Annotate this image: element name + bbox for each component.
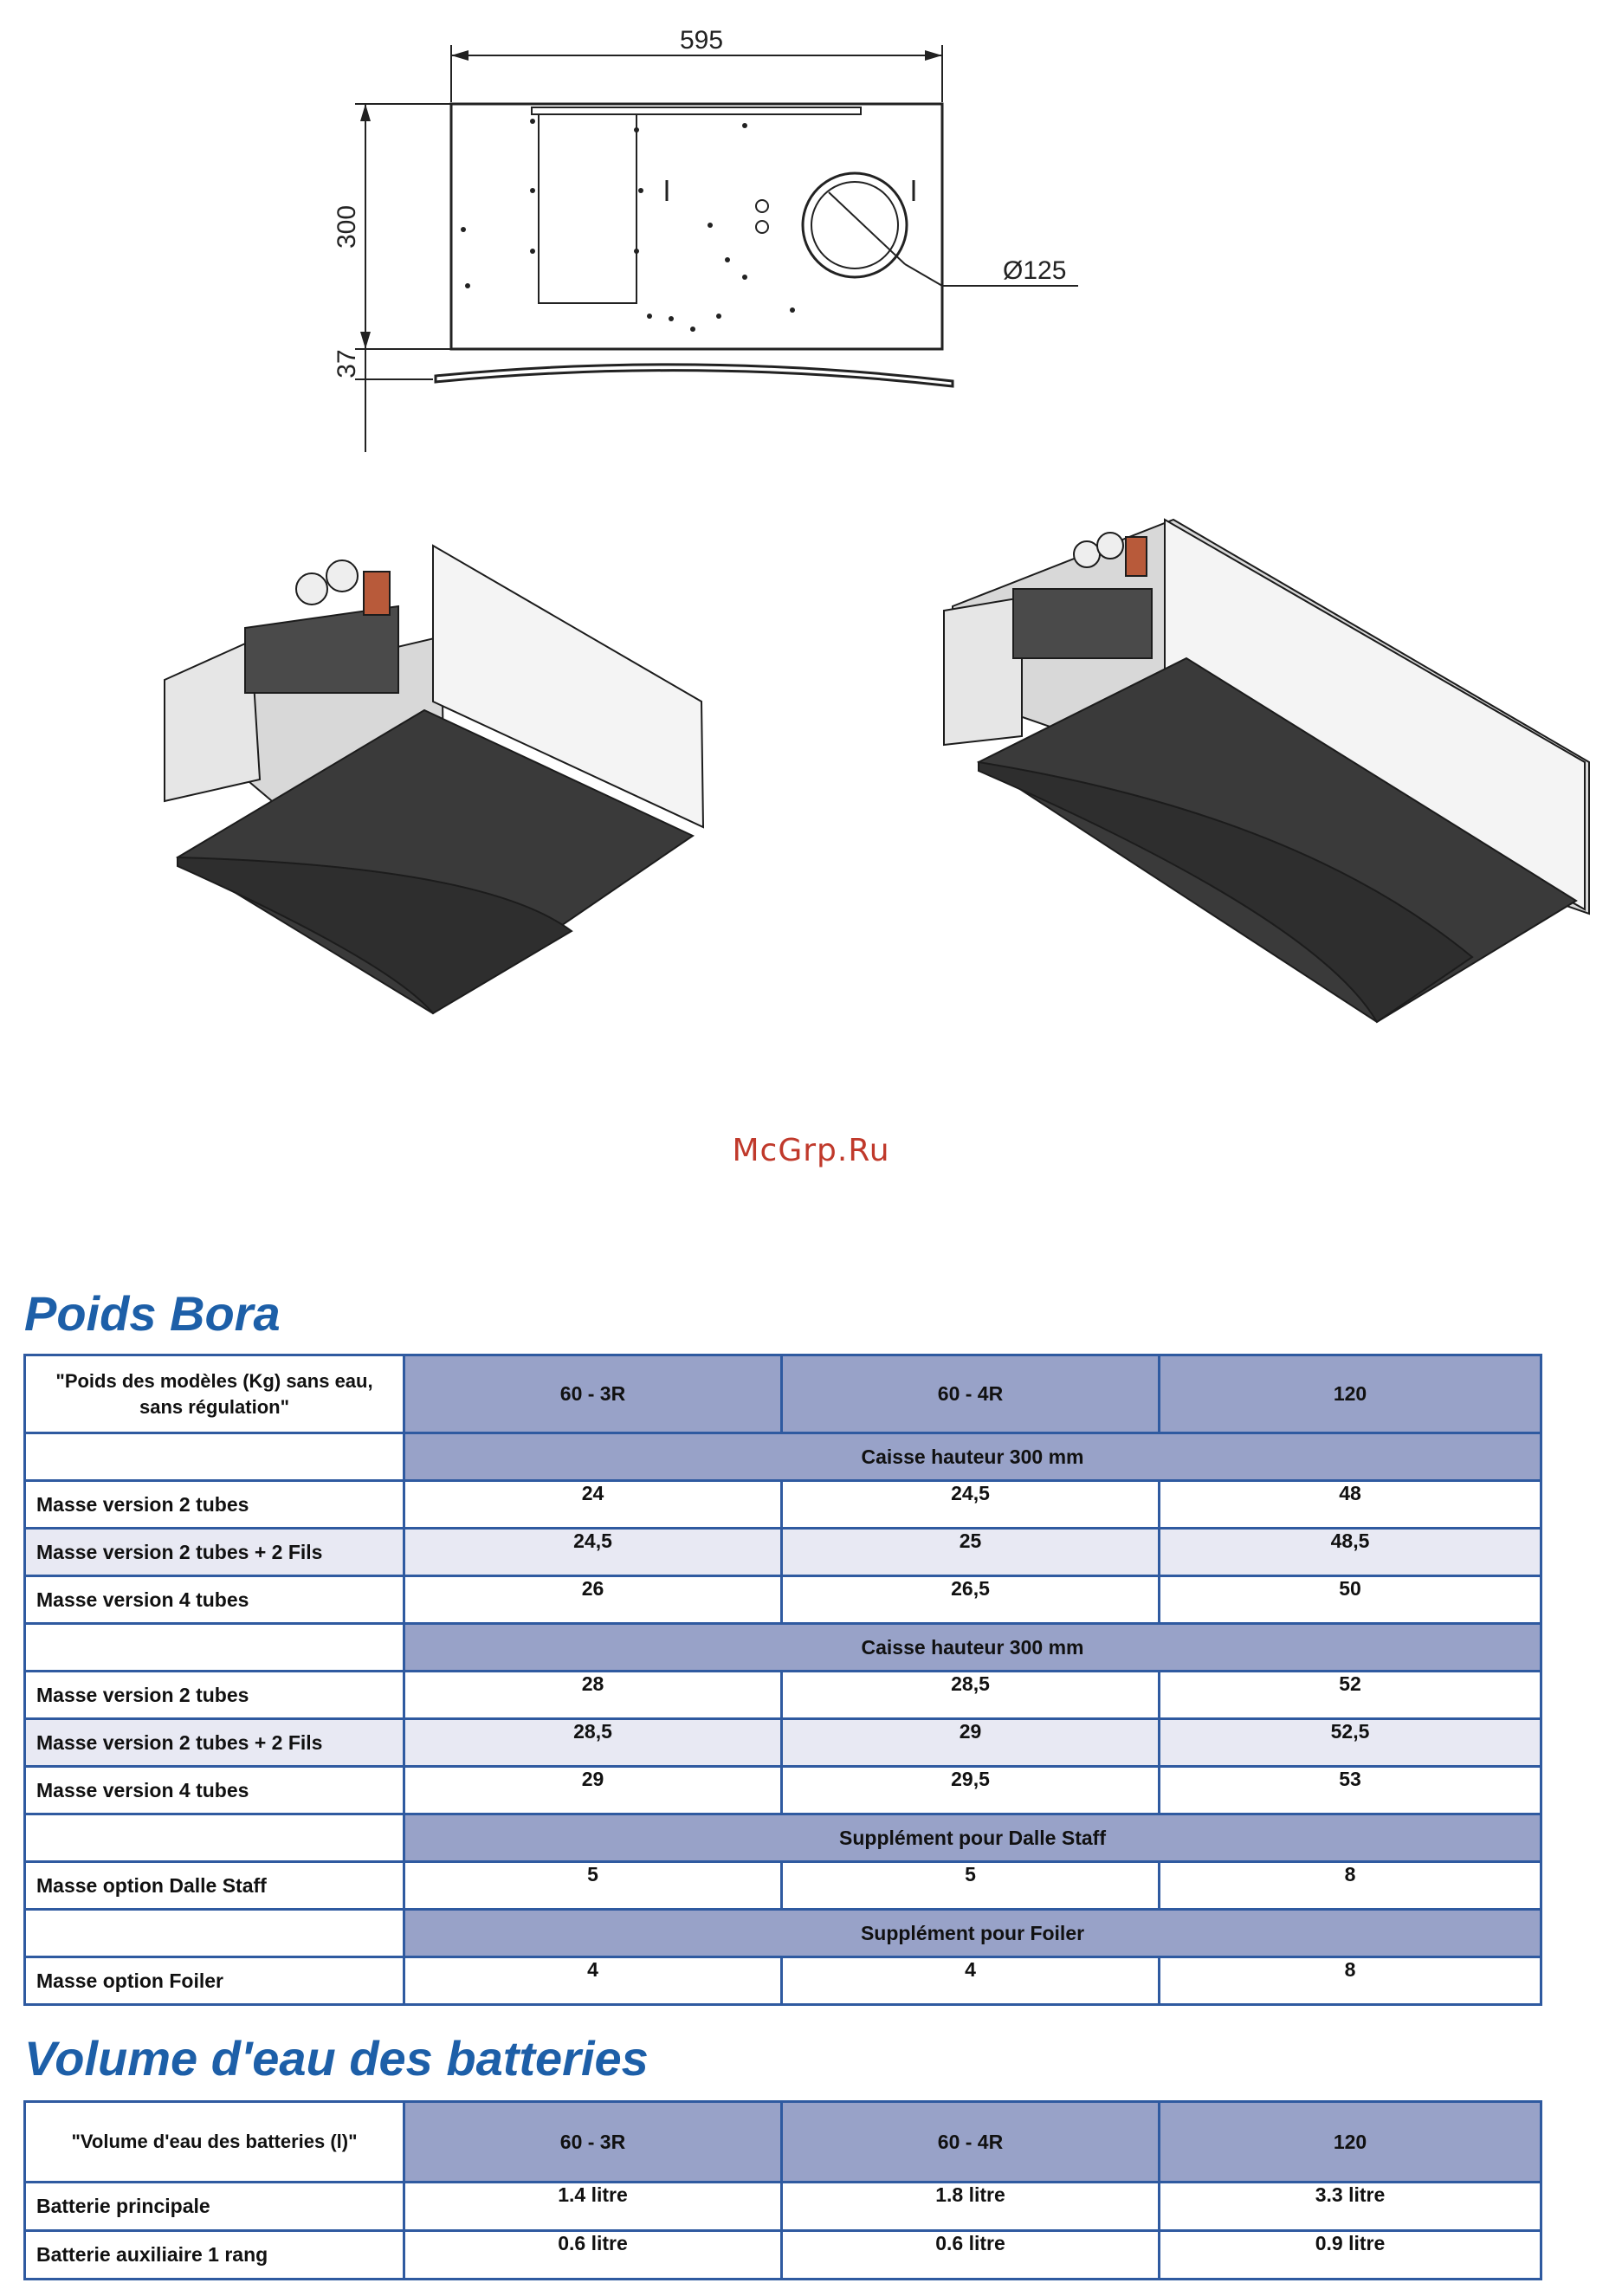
group-label: Caisse hauteur 300 mm (403, 1432, 1542, 1482)
column-header: 60 - 3R (403, 1354, 783, 1434)
table-row: Masse version 2 tubes 28 28,5 52 (23, 1670, 1542, 1720)
table-row: Masse option Foiler 4 4 8 (23, 1956, 1542, 2006)
row-label: Masse version 4 tubes (23, 1765, 405, 1815)
table-row: Masse version 2 tubes 24 24,5 48 (23, 1479, 1542, 1530)
cell-value: 26,5 (780, 1575, 1160, 1625)
empty-cell (23, 1813, 405, 1863)
cell-value: 53 (1158, 1765, 1542, 1815)
group-label: Supplément pour Foiler (403, 1908, 1542, 1958)
header-label: "Volume d'eau des batteries (l)" (23, 2100, 405, 2183)
row-label: Masse version 4 tubes (23, 1575, 405, 1625)
row-label: Masse version 2 tubes (23, 1479, 405, 1530)
group-row: Supplément pour Dalle Staff (23, 1813, 1542, 1863)
header-label: "Poids des modèles (Kg) sans eau, sans r… (23, 1354, 405, 1434)
cell-value: 52 (1158, 1670, 1542, 1720)
isometric-unit-small (164, 544, 705, 1015)
table-header-row: "Poids des modèles (Kg) sans eau, sans r… (23, 1354, 1542, 1434)
cell-value: 5 (780, 1860, 1160, 1911)
cell-value: 0.6 litre (780, 2229, 1160, 2280)
cell-value: 5 (403, 1860, 783, 1911)
table-row: Masse option Dalle Staff 5 5 8 (23, 1860, 1542, 1911)
group-row: Caisse hauteur 300 mm (23, 1432, 1542, 1482)
dim-diameter-label: Ø125 (1003, 256, 1066, 285)
poids-section-title: Poids Bora (24, 1286, 281, 1341)
cell-value: 28 (403, 1670, 783, 1720)
table-row: Masse version 4 tubes 29 29,5 53 (23, 1765, 1542, 1815)
isometric-unit-large (943, 518, 1590, 1024)
dim-width-label: 595 (680, 26, 723, 55)
cell-value: 29 (780, 1717, 1160, 1768)
row-label: Batterie auxiliaire 1 rang (23, 2229, 405, 2280)
cell-value: 29,5 (780, 1765, 1160, 1815)
cell-value: 1.8 litre (780, 2181, 1160, 2232)
table-row: Masse version 2 tubes + 2 Fils 24,5 25 4… (23, 1527, 1542, 1577)
dim-height-label: 300 (333, 205, 361, 249)
watermark: McGrp.Ru (732, 1133, 890, 1168)
cell-value: 26 (403, 1575, 783, 1625)
group-label: Supplément pour Dalle Staff (403, 1813, 1542, 1863)
cell-value: 24,5 (780, 1479, 1160, 1530)
row-label: Masse version 2 tubes (23, 1670, 405, 1720)
elevation-view (355, 45, 1078, 452)
column-header: 60 - 4R (780, 1354, 1160, 1434)
volume-section-title: Volume d'eau des batteries (24, 2031, 649, 2086)
row-label: Masse version 2 tubes + 2 Fils (23, 1527, 405, 1577)
cell-value: 0.6 litre (403, 2229, 783, 2280)
cell-value: 52,5 (1158, 1717, 1542, 1768)
cell-value: 50 (1158, 1575, 1542, 1625)
cell-value: 1.4 litre (403, 2181, 783, 2232)
cell-value: 4 (780, 1956, 1160, 2006)
cell-value: 0.9 litre (1158, 2229, 1542, 2280)
column-header: 120 (1158, 2100, 1542, 2183)
group-row: Caisse hauteur 300 mm (23, 1622, 1542, 1672)
cell-value: 48,5 (1158, 1527, 1542, 1577)
empty-cell (23, 1432, 405, 1482)
empty-cell (23, 1622, 405, 1672)
row-label: Masse version 2 tubes + 2 Fils (23, 1717, 405, 1768)
technical-drawing: 595 300 37 Ø125 (164, 26, 1590, 1024)
column-header: 60 - 3R (403, 2100, 783, 2183)
table-row: Masse version 4 tubes 26 26,5 50 (23, 1575, 1542, 1625)
empty-cell (23, 1908, 405, 1958)
table-row: Masse version 2 tubes + 2 Fils 28,5 29 5… (23, 1717, 1542, 1768)
cell-value: 24 (403, 1479, 783, 1530)
column-header: 120 (1158, 1354, 1542, 1434)
dim-lip-label: 37 (333, 349, 361, 378)
table-header-row: "Volume d'eau des batteries (l)" 60 - 3R… (23, 2100, 1542, 2183)
dimension-labels: 595 300 37 Ø125 (333, 26, 1066, 378)
poids-table: "Poids des modèles (Kg) sans eau, sans r… (23, 1354, 1542, 2006)
row-label: Batterie principale (23, 2181, 405, 2232)
row-label: Masse option Foiler (23, 1956, 405, 2006)
volume-table: "Volume d'eau des batteries (l)" 60 - 3R… (23, 2100, 1542, 2280)
cell-value: 3.3 litre (1158, 2181, 1542, 2232)
cell-value: 24,5 (403, 1527, 783, 1577)
group-row: Supplément pour Foiler (23, 1908, 1542, 1958)
cell-value: 29 (403, 1765, 783, 1815)
cell-value: 28,5 (403, 1717, 783, 1768)
table-row: Batterie principale 1.4 litre 1.8 litre … (23, 2181, 1542, 2232)
column-header: 60 - 4R (780, 2100, 1160, 2183)
table-row: Batterie auxiliaire 1 rang 0.6 litre 0.6… (23, 2229, 1542, 2280)
row-label: Masse option Dalle Staff (23, 1860, 405, 1911)
cell-value: 8 (1158, 1860, 1542, 1911)
cell-value: 4 (403, 1956, 783, 2006)
cell-value: 8 (1158, 1956, 1542, 2006)
cell-value: 28,5 (780, 1670, 1160, 1720)
cell-value: 25 (780, 1527, 1160, 1577)
cell-value: 48 (1158, 1479, 1542, 1530)
group-label: Caisse hauteur 300 mm (403, 1622, 1542, 1672)
